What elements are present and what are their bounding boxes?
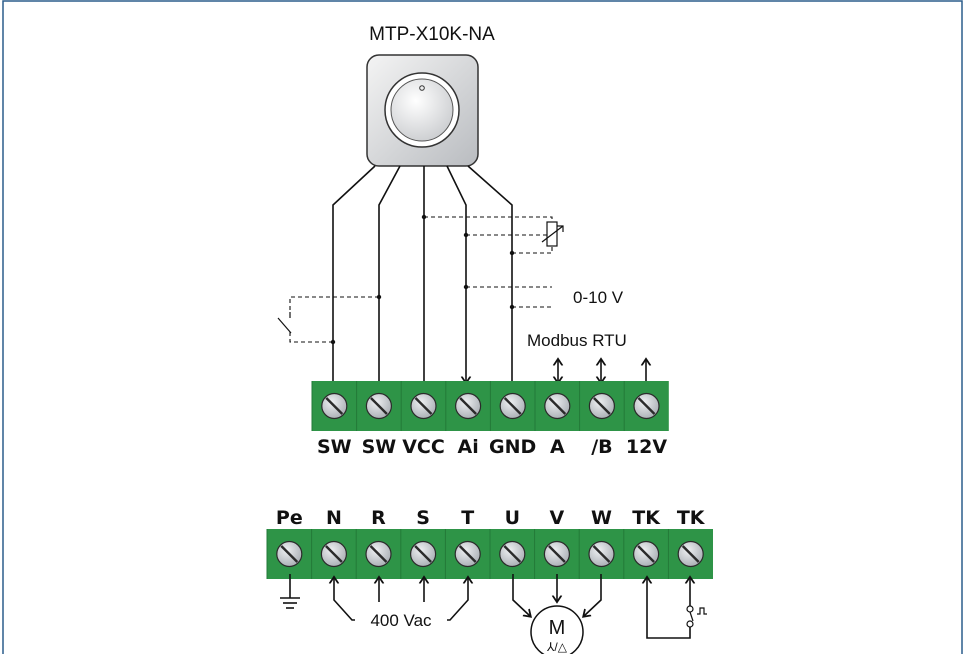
device-model-label: MTP-X10K-NA	[369, 24, 495, 45]
motor-symbol	[530, 605, 584, 654]
controller-knob	[366, 54, 479, 167]
control-terminal-label-4: GND	[489, 436, 536, 458]
control-terminal-label-2: VCC	[402, 436, 445, 458]
motor-connection-symbol: ⅄/△	[546, 640, 568, 654]
power-terminal-label-3: S	[416, 507, 430, 529]
knob-indicator	[419, 85, 425, 91]
power-terminal-label-9: TK	[677, 507, 706, 529]
power-terminal-screw-4[interactable]	[454, 540, 481, 568]
power-terminal-label-7: W	[591, 507, 612, 529]
power-terminal-screw-6[interactable]	[543, 540, 571, 568]
power-terminal-label-1: N	[326, 507, 342, 529]
power-terminal-label-6: V	[550, 507, 565, 529]
supply-voltage-label: 400 Vac	[370, 611, 432, 630]
control-terminal-label-6: /B	[591, 436, 612, 458]
control-terminal-label-0: SW	[317, 436, 352, 458]
power-terminal-screw-9[interactable]	[677, 540, 704, 568]
control-terminal-screw-2[interactable]	[410, 392, 437, 420]
control-wiring	[277, 165, 646, 388]
power-terminal-label-5: U	[505, 507, 520, 529]
power-terminal-label-8: TK	[632, 507, 661, 529]
power-terminal-screw-7[interactable]	[588, 540, 615, 568]
control-terminal-screw-6[interactable]	[588, 392, 616, 420]
power-terminal-label-0: Pe	[276, 507, 303, 529]
control-terminal-screw-0[interactable]	[321, 392, 348, 420]
knob-face	[390, 78, 454, 142]
power-terminal-label-4: T	[461, 507, 474, 529]
power-terminal-screw-5[interactable]	[499, 540, 526, 568]
voltage-range-label: 0-10 V	[573, 288, 624, 307]
modbus-label: Modbus RTU	[527, 331, 627, 350]
control-terminal-screw-3[interactable]	[455, 392, 482, 420]
control-terminal-label-1: SW	[362, 436, 397, 458]
power-terminal-screw-8[interactable]	[632, 540, 660, 568]
power-terminal-label-2: R	[371, 507, 386, 529]
control-terminal-screw-5[interactable]	[544, 392, 571, 420]
power-wiring	[280, 574, 707, 654]
control-terminal-screw-1[interactable]	[365, 392, 392, 420]
power-terminal-block: Pe N R S T U V W TK TK	[266, 507, 713, 579]
control-terminal-screw-4[interactable]	[499, 392, 526, 420]
power-terminal-screw-0[interactable]	[276, 540, 303, 568]
power-terminal-screw-3[interactable]	[410, 540, 437, 568]
control-terminal-label-5: A	[550, 436, 565, 458]
motor-letter: M	[549, 617, 566, 639]
power-terminal-screw-1[interactable]	[320, 540, 347, 568]
control-terminal-label-3: Ai	[457, 436, 478, 458]
control-terminal-screw-7[interactable]	[633, 392, 660, 420]
power-terminal-screw-2[interactable]	[365, 540, 392, 568]
control-terminal-label-7: 12V	[626, 436, 667, 458]
